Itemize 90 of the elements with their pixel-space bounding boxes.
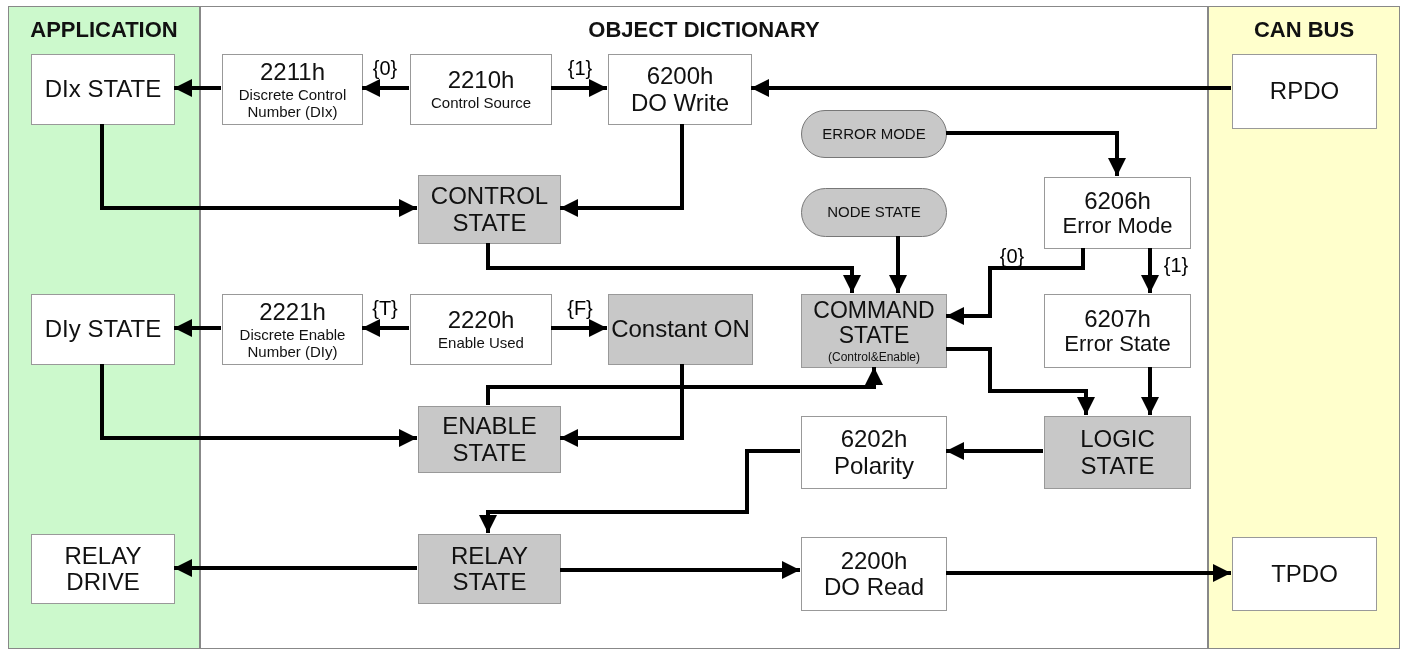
arrow (946, 347, 1095, 415)
box-title: 2220h (447, 307, 515, 334)
box-title: 6207h (1084, 305, 1151, 333)
arrow (551, 79, 607, 97)
box-title: DIx STATE (44, 76, 162, 103)
state-box (1044, 416, 1191, 489)
state-pill (801, 110, 947, 158)
state-pill (801, 188, 947, 237)
object-box (410, 54, 552, 125)
arrow (946, 442, 1043, 460)
object-box (222, 294, 363, 365)
box-subtitle: Discrete Enable Number (DIy) (238, 327, 347, 361)
arrow (551, 319, 607, 337)
state-box (418, 534, 561, 604)
object-box (801, 537, 947, 611)
object-box (31, 294, 175, 365)
panel-heading: CAN BUS (1253, 17, 1355, 43)
arrow (479, 449, 800, 533)
box-title: NODE STATE (827, 204, 921, 221)
state-box (608, 294, 753, 365)
box-subtitle: Error State (1064, 332, 1171, 357)
object-box (31, 534, 175, 604)
arrow (174, 319, 221, 337)
panel-heading: OBJECT DICTIONARY (588, 17, 820, 43)
box-title: RELAY STATE (450, 542, 529, 596)
box-subtitle: DO Write (630, 89, 730, 116)
box-subtitle: Control Source (430, 95, 532, 112)
object-box (608, 54, 752, 125)
object-box (801, 416, 947, 489)
arrow (486, 367, 883, 405)
arrow (174, 79, 221, 97)
panel-heading: APPLICATION (30, 17, 178, 43)
edge-label: {T} (371, 298, 399, 318)
box-subtitle: (Control&Enable) (827, 350, 920, 364)
arrow (751, 79, 1231, 97)
object-box (31, 54, 175, 125)
box-subtitle: Discrete Control Number (DIx) (237, 87, 348, 121)
box-title: RPDO (1269, 78, 1340, 105)
edge-label: {F} (566, 298, 594, 318)
box-title: 2221h (259, 298, 326, 326)
object-box (1232, 54, 1377, 129)
edge-label: {0} (998, 246, 1026, 266)
box-title: 6202h (840, 426, 908, 453)
box-title: 2211h (260, 58, 325, 86)
application-panel (8, 6, 200, 649)
arrow (560, 364, 684, 447)
box-title: RELAY DRIVE (63, 542, 143, 596)
object-dictionary-panel (200, 6, 1208, 649)
box-subtitle: Polarity (834, 452, 914, 479)
box-title: Constant ON (611, 316, 750, 343)
box-title: 2210h (447, 67, 515, 94)
box-subtitle: Enable Used (438, 335, 524, 352)
arrow (362, 319, 409, 337)
box-subtitle: DO Read (823, 574, 924, 601)
box-title: 6200h (646, 63, 714, 90)
edge-label: {1} (566, 58, 594, 78)
state-box (418, 406, 561, 473)
arrow (889, 236, 907, 293)
box-title: TPDO (1271, 560, 1338, 588)
edge-label: {1} (1162, 255, 1190, 275)
box-subtitle: Error Mode (1062, 214, 1173, 239)
object-box (1232, 537, 1377, 611)
arrow (486, 243, 861, 293)
arrow (946, 564, 1231, 582)
box-title: 2200h (840, 547, 908, 574)
can-bus-panel (1208, 6, 1400, 649)
arrow (1141, 248, 1159, 293)
arrow (100, 364, 417, 447)
box-title: ENABLE STATE (441, 413, 538, 466)
arrow (946, 131, 1126, 176)
box-title: 6206h (1084, 187, 1151, 215)
object-box (1044, 177, 1191, 249)
arrow (946, 248, 1085, 325)
arrow (560, 124, 684, 217)
object-box (1044, 294, 1191, 368)
box-title: CONTROL STATE (429, 183, 550, 236)
arrow (362, 79, 409, 97)
edge-label: {0} (371, 58, 399, 78)
box-title: ERROR MODE (822, 125, 926, 143)
arrow (174, 559, 417, 577)
arrow (100, 124, 417, 217)
box-title: COMMAND STATE (812, 298, 936, 349)
object-box (410, 294, 552, 365)
state-box (418, 175, 561, 244)
object-box (222, 54, 363, 125)
box-title: LOGIC STATE (1079, 426, 1156, 479)
box-title: DIy STATE (44, 316, 162, 343)
arrow (560, 561, 800, 579)
arrow (1141, 367, 1159, 415)
state-box (801, 294, 947, 368)
